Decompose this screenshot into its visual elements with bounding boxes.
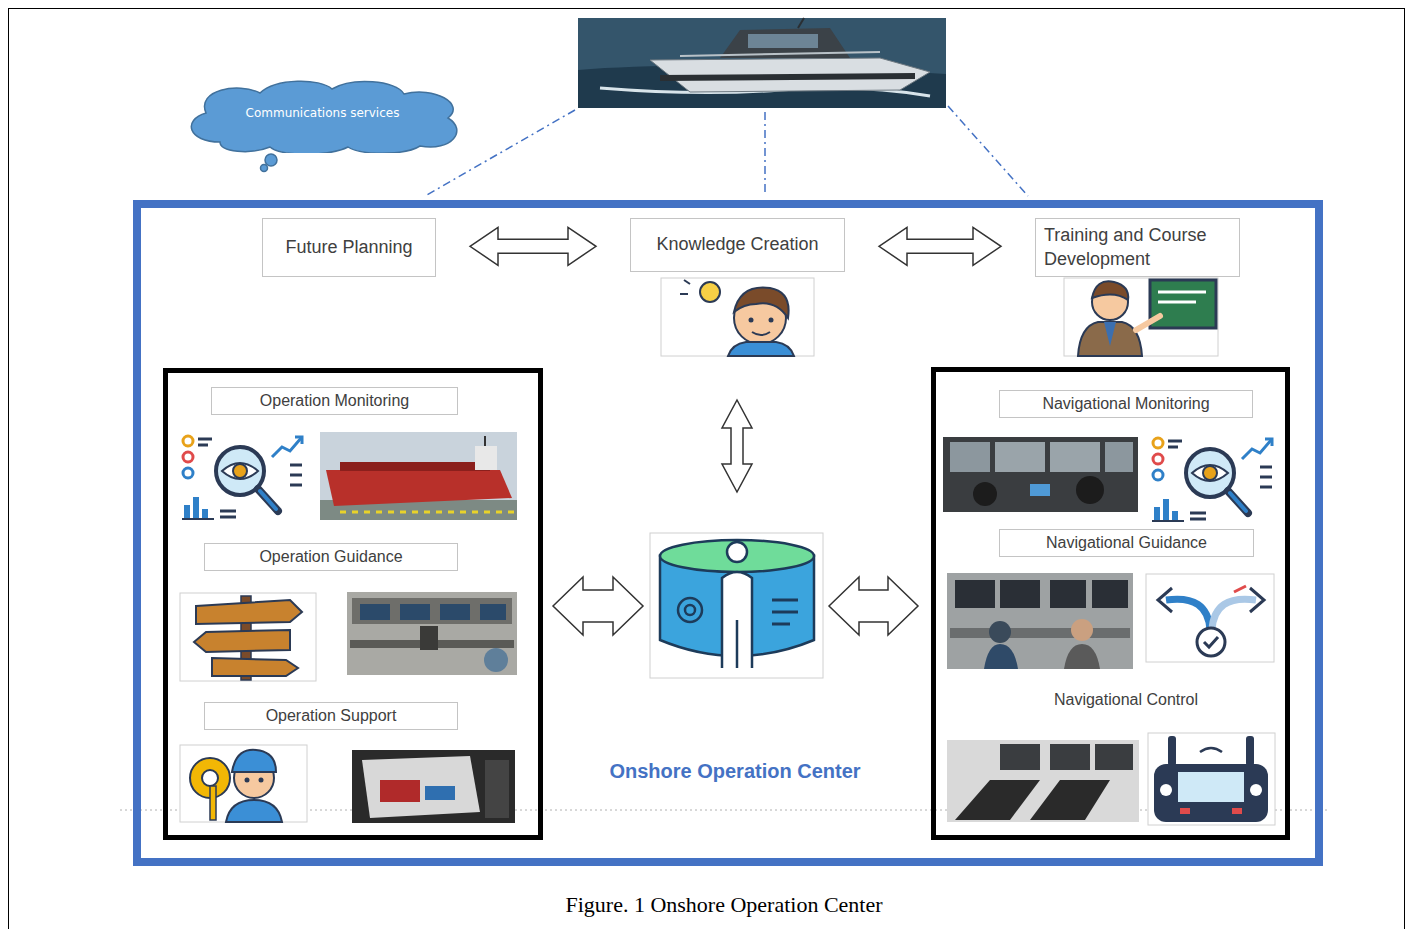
center-title: Onshore Operation Center (606, 760, 863, 783)
equipment-photo (352, 750, 515, 823)
section-label-box: Navigational Guidance (999, 529, 1254, 557)
trainer-icon (1064, 278, 1218, 356)
section-heading: Navigational Control (1054, 691, 1198, 709)
bridge-photo (943, 437, 1138, 512)
boat-photo (578, 18, 946, 108)
cloud-path (191, 81, 456, 153)
figure-caption: Figure. 1 Onshore Operation Center (565, 892, 882, 918)
cloud-label: Communications services (246, 106, 400, 120)
operator-hologram-icon (650, 533, 823, 678)
box-label: Knowledge Creation (656, 233, 818, 256)
idea-person-icon (661, 278, 814, 356)
box-label: Future Planning (285, 236, 412, 259)
control-room-photo (947, 573, 1133, 669)
double-block-arrow (879, 227, 1001, 265)
box-label: Navigational Monitoring (1042, 394, 1209, 415)
cloud-shape: Communications services (180, 78, 465, 153)
box-label: Navigational Guidance (1046, 533, 1207, 554)
section-label-box: Operation Guidance (204, 543, 458, 571)
section-label-box: Operation Support (204, 702, 458, 730)
function-box: Future Planning (262, 218, 436, 277)
tanker-photo (320, 432, 517, 520)
signpost-icon (180, 593, 316, 681)
box-label: Training and Course Development (1044, 224, 1231, 271)
route-choice-icon (1146, 574, 1274, 662)
double-block-arrow (470, 227, 596, 265)
box-label: Operation Monitoring (260, 391, 409, 412)
function-box: Training and Course Development (1035, 218, 1240, 277)
function-box: Knowledge Creation (630, 218, 845, 272)
technician-icon (180, 745, 307, 822)
section-label-box: Navigational Monitoring (999, 390, 1253, 418)
center-frame: Onshore Operation Center Future Planning K… (133, 200, 1323, 866)
remote-controller-icon (1148, 733, 1275, 825)
section-label-box: Operation Monitoring (211, 387, 458, 415)
simulator-photo (947, 740, 1139, 822)
lab-photo (347, 592, 517, 675)
box-label: Operation Support (266, 706, 397, 727)
box-label: Operation Guidance (259, 547, 402, 568)
